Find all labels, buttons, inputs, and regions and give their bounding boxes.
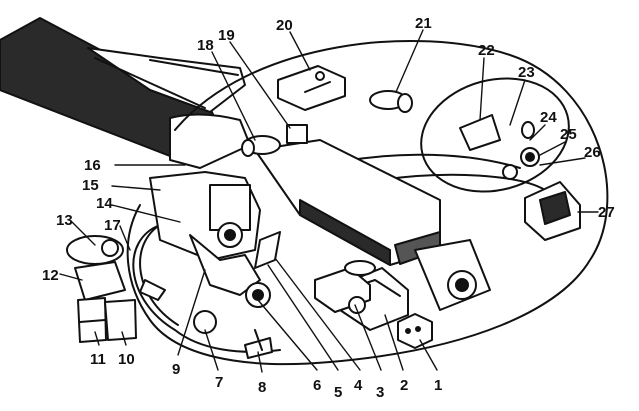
inset-components <box>459 114 540 180</box>
label-21: 21 <box>415 15 432 32</box>
component-3-unit <box>314 260 376 314</box>
gun-mount-cluster <box>149 171 281 308</box>
label-12: 12 <box>42 267 59 284</box>
left-component-group <box>66 235 137 343</box>
component-19-bracket <box>286 124 308 144</box>
label-14: 14 <box>96 195 113 212</box>
label-16: 16 <box>84 157 101 174</box>
top-right-inset <box>420 77 570 193</box>
label-23: 23 <box>518 64 535 81</box>
label-8: 8 <box>258 379 266 396</box>
callout-labels: 1 2 3 4 5 6 7 8 9 10 11 12 13 14 15 16 1… <box>42 15 615 401</box>
label-7: 7 <box>215 374 223 391</box>
label-18: 18 <box>197 37 214 54</box>
label-4: 4 <box>354 377 363 394</box>
component-21-cylinder <box>369 90 413 113</box>
gun-breech-block <box>254 139 441 266</box>
label-3: 3 <box>376 384 384 401</box>
component-27-box <box>524 181 581 241</box>
label-5: 5 <box>334 384 342 401</box>
label-11: 11 <box>90 351 106 368</box>
label-15: 15 <box>82 177 99 194</box>
component-7-8 <box>139 279 273 359</box>
component-20-box <box>277 65 346 111</box>
component-1-box <box>397 313 433 349</box>
label-13: 13 <box>56 212 73 229</box>
label-19: 19 <box>218 27 235 44</box>
label-26: 26 <box>584 144 601 161</box>
label-27: 27 <box>598 204 615 221</box>
leader-lines <box>59 29 599 373</box>
label-2: 2 <box>400 377 408 394</box>
recoil-unit <box>414 239 491 311</box>
gun-barrel <box>0 17 251 169</box>
label-20: 20 <box>276 17 293 34</box>
label-17: 17 <box>104 217 121 234</box>
label-25: 25 <box>560 126 577 143</box>
label-6: 6 <box>313 377 321 394</box>
label-24: 24 <box>540 109 557 126</box>
label-10: 10 <box>118 351 135 368</box>
component-18-cylinder <box>241 135 281 157</box>
label-22: 22 <box>478 42 495 59</box>
label-1: 1 <box>434 377 442 394</box>
label-9: 9 <box>172 361 180 378</box>
